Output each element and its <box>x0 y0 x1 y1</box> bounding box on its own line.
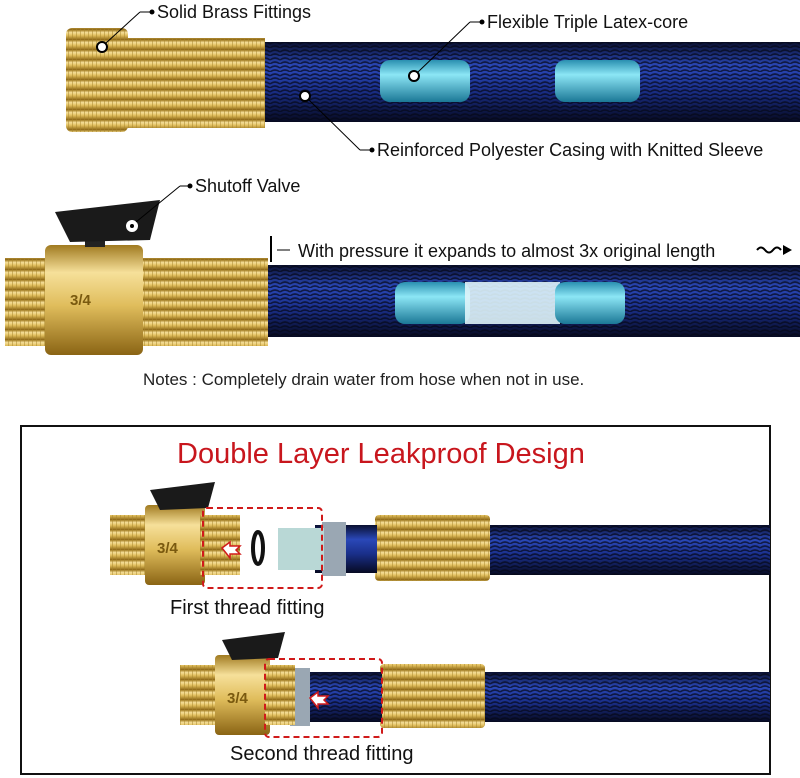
valve-size: 3/4 <box>70 292 92 309</box>
note-text: Notes : Completely drain water from hose… <box>143 370 584 389</box>
valve-size: 3/4 <box>157 540 179 557</box>
label-valve: Shutoff Valve <box>195 176 300 196</box>
label-second-fitting: Second thread fitting <box>230 743 413 765</box>
arrow-left-icon <box>308 690 330 711</box>
top-hose <box>66 28 800 132</box>
latex-core <box>555 60 640 102</box>
arrow-left-icon <box>220 540 242 561</box>
label-casing: Reinforced Polyester Casing with Knitted… <box>377 140 763 160</box>
valve-size: 3/4 <box>227 690 249 707</box>
valve-hose: 3/4 <box>5 200 800 355</box>
latex-core <box>380 60 470 102</box>
callout-casing: Reinforced Polyester Casing with Knitted… <box>299 90 763 160</box>
first-fitting-diagram: 3/4 First thread fitting <box>110 482 770 619</box>
expand-indicator: With pressure it expands to almost 3x or… <box>270 236 792 262</box>
label-latex: Flexible Triple Latex-core <box>487 12 688 32</box>
callout-valve: Shutoff Valve <box>126 176 300 232</box>
label-expand: With pressure it expands to almost 3x or… <box>298 241 715 261</box>
valve-handle[interactable] <box>55 200 160 242</box>
brass-nut <box>66 28 128 132</box>
callout-latex: Flexible Triple Latex-core <box>408 12 688 82</box>
label-brass: Solid Brass Fittings <box>157 2 311 22</box>
second-fitting-diagram: 3/4 Second thread fitting <box>180 632 770 765</box>
shutoff-valve-body <box>45 245 143 355</box>
squiggle-arrow-icon <box>756 246 782 254</box>
callout-brass: Solid Brass Fittings <box>96 2 311 53</box>
leakproof-title: Double Layer Leakproof Design <box>177 438 585 470</box>
brass-fitting <box>125 38 265 128</box>
label-first-fitting: First thread fitting <box>170 597 325 619</box>
